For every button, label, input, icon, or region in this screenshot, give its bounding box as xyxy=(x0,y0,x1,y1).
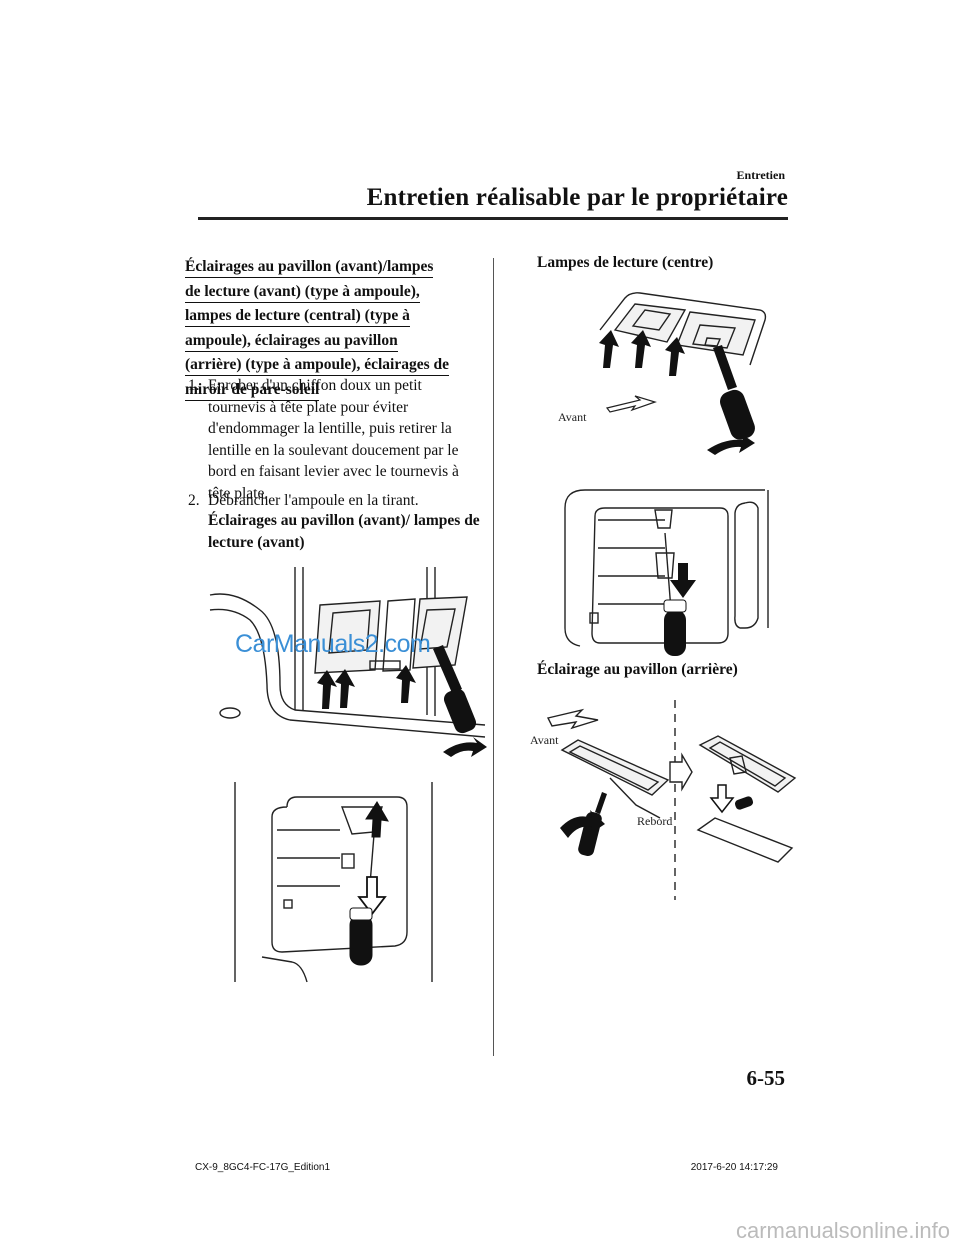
front-lamp-lens-illustration xyxy=(209,567,487,757)
column-divider xyxy=(493,258,494,1056)
rear-lamp-illustration xyxy=(546,700,797,900)
page-number: 6-55 xyxy=(746,1066,786,1090)
header-rule xyxy=(198,217,788,220)
step-number: 2. xyxy=(188,492,200,509)
subheading-rear-lamp: Éclairage au pavillon (arrière) xyxy=(537,661,738,678)
center-lamp-lens-illustration xyxy=(599,292,767,455)
procedure-heading: Éclairages au pavillon (avant)/lampes de… xyxy=(185,256,485,403)
site-watermark: carmanualsonline.info xyxy=(735,1218,950,1243)
heading-line: ampoule), éclairages au pavillon xyxy=(185,330,398,352)
front-lamp-bulb-illustration xyxy=(234,782,433,983)
step-2: 2. Débrancher l'ampoule en la tirant. xyxy=(188,490,483,512)
step-text: Débrancher l'ampoule en la tirant. xyxy=(208,492,419,509)
footer-edition: CX-9_8GC4-FC-17G_Edition1 xyxy=(195,1162,331,1173)
front-direction-label: Avant xyxy=(558,410,587,424)
section-title: Entretien réalisable par le propriétaire xyxy=(366,184,788,211)
section-label: Entretien xyxy=(736,168,785,182)
step-number: 1. xyxy=(188,377,200,394)
edge-label: Rebord xyxy=(637,814,673,828)
watermark-overlay: CarManuals2.com xyxy=(235,630,431,658)
footer-timestamp: 2017-6-20 14:17:29 xyxy=(690,1162,778,1173)
heading-line: (arrière) (type à ampoule), éclairages d… xyxy=(185,354,449,376)
heading-line: Éclairages au pavillon (avant)/lampes xyxy=(185,256,434,278)
subheading-front-lamps: Éclairages au pavillon (avant)/ lampes d… xyxy=(208,512,480,551)
heading-line: miroir de pare-soleil xyxy=(185,379,320,401)
subheading-center-lamps: Lampes de lecture (centre) xyxy=(537,254,714,271)
heading-line: lampes de lecture (central) (type à xyxy=(185,305,410,327)
heading-line: de lecture (avant) (type à ampoule), xyxy=(185,281,420,303)
step-1: 1. Enrober d'un chiffon doux un petit to… xyxy=(188,375,483,504)
step-text: Enrober d'un chiffon doux un petit tourn… xyxy=(208,377,459,502)
front-direction-label: Avant xyxy=(530,733,559,747)
center-lamp-bulb-illustration xyxy=(564,489,769,656)
